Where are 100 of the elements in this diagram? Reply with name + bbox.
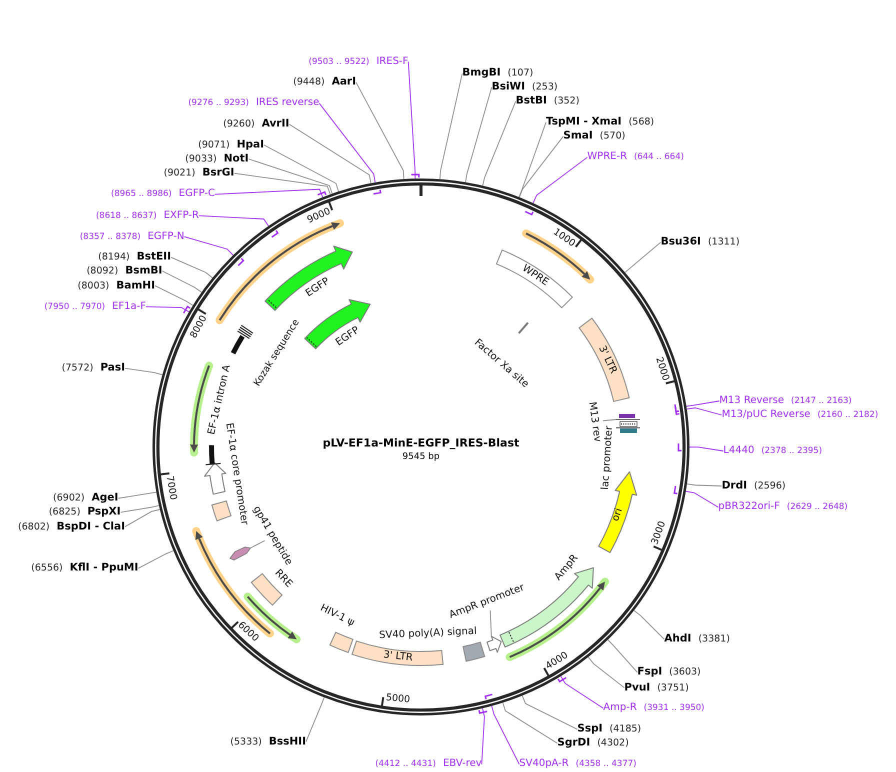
enzyme-name: BssHII — [268, 735, 306, 748]
feature-label: ori — [610, 506, 626, 524]
primer-range: (8357 .. 8378) — [80, 231, 141, 242]
enzyme-name: PspXI — [87, 506, 121, 519]
site-position: (6825) — [48, 506, 80, 519]
feature-label: SV40 poly(A) signal — [378, 626, 478, 642]
enzyme-name: SgrDI — [557, 736, 590, 750]
enzyme-name: AvrII — [262, 118, 290, 131]
site-position: (6556) — [31, 562, 63, 575]
leader-line — [686, 407, 722, 416]
enzyme-name: AhdI — [664, 632, 692, 646]
leader-line — [120, 505, 160, 513]
enzyme-name: BsmBI — [125, 264, 162, 278]
leader-line — [588, 656, 625, 688]
leader-line — [518, 136, 564, 198]
site-position: (6802) — [18, 521, 50, 533]
leader-line — [502, 702, 558, 744]
site-position: (8003) — [78, 280, 110, 292]
site-position: (8194) — [98, 252, 130, 264]
leader-line — [138, 550, 174, 569]
leader-line — [439, 72, 463, 180]
site-position: (568) — [628, 116, 654, 129]
primer-name: EF1a-F — [112, 300, 146, 313]
site-position: (9448) — [293, 76, 325, 89]
primer-name: EGFP-N — [148, 230, 184, 243]
scale-label: 3000 — [650, 520, 668, 546]
enzyme-name: SspI — [577, 722, 603, 736]
feature-label: EF-1α core promoter — [222, 422, 250, 526]
plasmid-length: 9545 bp — [402, 452, 440, 462]
feature-label: 3' LTR — [382, 650, 414, 666]
enzyme-name: PvuI — [624, 681, 650, 694]
leader-line — [607, 639, 638, 673]
primer-range: (8965 .. 8986) — [111, 189, 172, 200]
leader-line — [214, 188, 324, 198]
primer-range: (2378 .. 2395) — [761, 446, 822, 456]
primer-name: pBR322ori-F — [718, 501, 780, 514]
enzyme-name: AgeI — [92, 492, 118, 505]
site-position: (4185) — [610, 724, 642, 736]
primer-range: (2147 .. 2163) — [791, 396, 852, 406]
site-position: (352) — [554, 96, 580, 108]
leader-line — [124, 368, 163, 376]
site-position: (9033) — [185, 153, 217, 166]
enzyme-name: BmgBI — [462, 66, 501, 80]
leader-line — [248, 158, 333, 194]
site-position: (2596) — [754, 480, 786, 492]
leader-line — [602, 419, 616, 422]
primer-range: (2629 .. 2648) — [786, 502, 848, 513]
leader-line — [306, 696, 325, 742]
leader-line — [518, 122, 546, 198]
leader-line — [198, 215, 269, 226]
leader-line — [250, 540, 266, 548]
leader-line — [490, 610, 492, 637]
primer-range: (8618 .. 8637) — [96, 210, 157, 222]
primer-range: (4358 .. 4377) — [576, 759, 636, 770]
site-position: (9021) — [164, 168, 196, 180]
enzyme-name: KflI - PpuMI — [70, 562, 138, 575]
leader-line — [686, 484, 722, 486]
site-position: (1311) — [708, 236, 740, 249]
primer-name: Amp-R — [603, 702, 637, 715]
site-position: (6902) — [53, 492, 85, 505]
primer-range: (9276 .. 9293) — [188, 98, 249, 109]
leader-line — [264, 144, 339, 192]
site-position: (9071) — [198, 139, 230, 152]
leader-line — [356, 82, 404, 180]
leader-line — [634, 610, 665, 640]
feature-label: 3' LTR — [596, 344, 620, 376]
leader-line — [154, 285, 194, 306]
leader-line — [532, 156, 588, 204]
leader-line — [408, 61, 416, 179]
primer-range: (3931 .. 3950) — [644, 703, 705, 714]
site-position: (5333) — [230, 736, 262, 748]
leader-line — [124, 509, 160, 528]
plasmid-name: pLV-EF1a-MinE-EGFP_IRES-Blast — [322, 436, 520, 450]
leader-line — [685, 490, 719, 508]
primer-range: (4412 .. 4431) — [375, 759, 436, 770]
enzyme-name: BamHI — [116, 279, 155, 292]
enzyme-name: BstBI — [516, 94, 547, 108]
scale-label: 7000 — [164, 474, 179, 501]
enzyme-name: Bsu36I — [660, 236, 701, 249]
leader-line — [146, 306, 190, 312]
site-position: (4302) — [597, 738, 629, 750]
leader-line — [162, 270, 202, 293]
scale-label: 2000 — [652, 356, 671, 383]
leader-line — [624, 242, 662, 273]
primer-name: M13 Reverse — [719, 394, 784, 408]
primer-name: M13/pUC Reverse — [722, 408, 810, 422]
leader-line — [288, 124, 372, 184]
leader-line — [686, 400, 720, 407]
primer-name: SV40pA-R — [519, 758, 569, 771]
leader-line — [482, 100, 516, 186]
enzyme-name: NotI — [224, 152, 249, 166]
enzyme-name: FspI — [637, 666, 662, 679]
leader-line — [118, 492, 157, 499]
primer-name: EGFP-C — [178, 188, 215, 201]
leader-line — [465, 86, 492, 183]
primer-range: (644 .. 664) — [634, 152, 684, 163]
leader-line — [170, 256, 213, 278]
site-position: (8092) — [86, 265, 118, 278]
primer-range: (2160 .. 2182) — [817, 410, 878, 420]
primer-range: (9503 .. 9522) — [308, 56, 370, 68]
